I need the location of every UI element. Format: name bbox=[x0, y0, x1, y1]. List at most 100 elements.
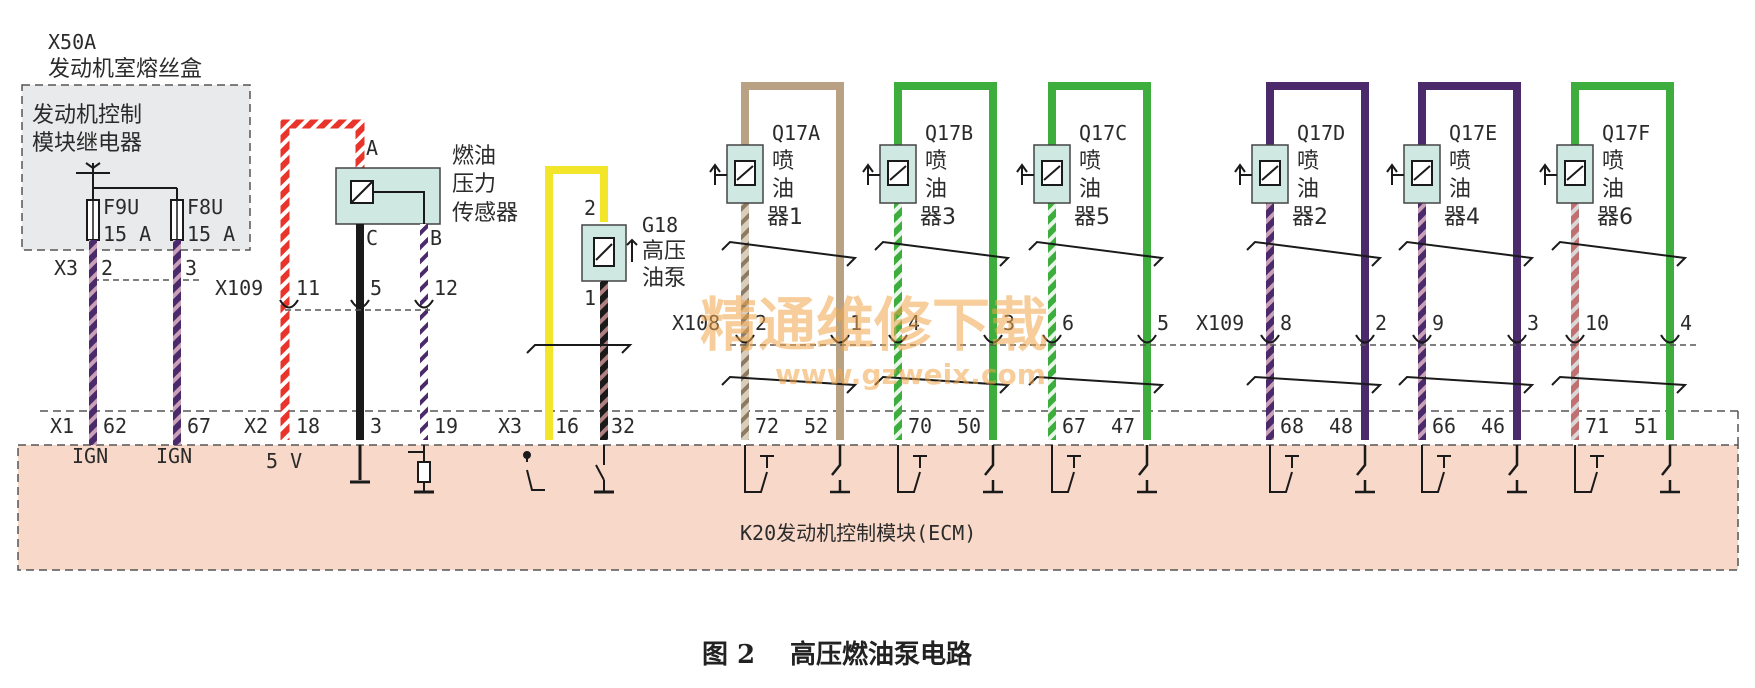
wire-sensor-b-whitepurple bbox=[420, 224, 428, 440]
twisted-pair-marker bbox=[1398, 240, 1535, 267]
relay-contact-icon bbox=[76, 162, 178, 200]
wire-injector-signal bbox=[1571, 203, 1579, 440]
wire-sensor-c-black bbox=[356, 224, 364, 440]
twisted-pair-marker bbox=[1551, 240, 1688, 267]
injector-connector-pin: 2 bbox=[1375, 311, 1387, 335]
connector-terminal-icon bbox=[735, 334, 755, 344]
sensor-pin-b: B bbox=[430, 226, 442, 250]
twisted-pair-marker bbox=[874, 375, 1011, 394]
injector-driver-arrow-icon bbox=[1285, 455, 1299, 468]
twisted-pair-marker bbox=[1028, 375, 1165, 394]
fuse-f9u-icon bbox=[86, 199, 100, 241]
injector-x108-label: X108 bbox=[672, 311, 720, 335]
ecm-ground-icon bbox=[1355, 445, 1375, 494]
injector-id: Q17D bbox=[1297, 121, 1345, 145]
twisted-pair-marker bbox=[1246, 240, 1383, 267]
injector-ecm-pin: 50 bbox=[957, 414, 981, 438]
injector-name-line2: 油 bbox=[1602, 177, 1624, 202]
twisted-pair-marker bbox=[721, 375, 858, 394]
connector-terminal-icon bbox=[1355, 334, 1375, 344]
wire-f8u bbox=[173, 240, 181, 445]
injector-driver-switch-icon bbox=[897, 445, 921, 493]
twisted-pair-marker bbox=[1551, 375, 1688, 394]
wire-injector-signal bbox=[741, 203, 749, 440]
injector-connector-pin: 3 bbox=[1527, 311, 1539, 335]
injector-name-line1: 喷 bbox=[772, 149, 794, 174]
wire-injector-signal bbox=[1266, 203, 1274, 440]
injector-name-line2: 油 bbox=[1079, 177, 1101, 202]
injector-ecm-pin: 52 bbox=[804, 414, 828, 438]
ecm-5v-label: 5 V bbox=[266, 449, 302, 473]
injector-name-line3: 器2 bbox=[1292, 205, 1328, 230]
injector-id: Q17A bbox=[772, 121, 820, 145]
fuse-x3-pin-2: 2 bbox=[101, 256, 113, 280]
sensor-x109-pin-12: 12 bbox=[434, 276, 458, 300]
ecm-x1-pin-62: 62 bbox=[103, 414, 127, 438]
wire-injector-supply bbox=[1571, 82, 1674, 440]
injector-id: Q17B bbox=[925, 121, 973, 145]
ecm-ign-label-1: IGN bbox=[72, 444, 108, 468]
fuse-box-id: X50A bbox=[48, 30, 96, 54]
ecm-ign-label-2: IGN bbox=[156, 444, 192, 468]
wire-injector-signal bbox=[894, 203, 902, 440]
sensor-x109-pin-5: 5 bbox=[370, 276, 382, 300]
fuse-x3-label: X3 bbox=[54, 256, 78, 280]
connector-terminal-icon bbox=[1565, 334, 1585, 344]
injector-name-line3: 器6 bbox=[1597, 205, 1633, 230]
wire-f9u bbox=[89, 240, 97, 445]
wire-pump-yellow bbox=[545, 166, 608, 440]
ecm-x3-label: X3 bbox=[498, 414, 522, 438]
twisted-pair-marker bbox=[1246, 375, 1383, 394]
injector-arrow-icon bbox=[1234, 163, 1252, 185]
wire-injector-signal bbox=[1048, 203, 1056, 440]
sensor-pin-a: A bbox=[366, 136, 378, 160]
pump-pin-bottom: 1 bbox=[584, 286, 596, 310]
injector-id: Q17E bbox=[1449, 121, 1497, 145]
injector-name-line1: 喷 bbox=[1297, 149, 1319, 174]
injector-driver-switch-icon bbox=[744, 445, 768, 493]
caption-number: 图 2 bbox=[702, 640, 755, 670]
fuse-f8u-id: F8U bbox=[187, 195, 223, 219]
ecm-pullup-resistor-icon bbox=[408, 445, 434, 494]
ecm-x2-pin-18: 18 bbox=[296, 414, 320, 438]
connector-terminal-icon bbox=[1412, 334, 1432, 344]
ecm-x3-pin-16: 16 bbox=[555, 414, 579, 438]
injector-driver-switch-icon bbox=[1051, 445, 1075, 493]
sensor-name-line2: 压力 bbox=[452, 172, 496, 197]
sensor-x109-terminals-icon bbox=[279, 299, 434, 309]
injector-connector-pin: 9 bbox=[1432, 311, 1444, 335]
injector-ecm-pin: 51 bbox=[1634, 414, 1658, 438]
injector-driver-arrow-icon bbox=[760, 455, 774, 468]
injector-name-line2: 油 bbox=[1297, 177, 1319, 202]
ecm-label: K20发动机控制模块(ECM) bbox=[740, 521, 976, 545]
pump-pin-top: 2 bbox=[584, 196, 596, 220]
ecm-body bbox=[17, 444, 1739, 571]
connector-terminal-icon bbox=[830, 334, 850, 344]
injector-connector-pin: 8 bbox=[1280, 311, 1292, 335]
ecm-ground-icon bbox=[1507, 445, 1527, 494]
fuse-box-outline bbox=[21, 84, 251, 251]
watermark-line1: 精通维修下载 bbox=[700, 291, 1048, 359]
injector-name-line2: 油 bbox=[772, 177, 794, 202]
injector-connector-pin: 10 bbox=[1585, 311, 1609, 335]
injector-coil-slash bbox=[736, 165, 754, 181]
twisted-pair-marker bbox=[721, 240, 858, 267]
ecm-x2-pin-3: 3 bbox=[370, 414, 382, 438]
fuse-box-name: 发动机室熔丝盒 bbox=[48, 57, 202, 82]
injector-ecm-pin: 68 bbox=[1280, 414, 1304, 438]
wire-injector-signal bbox=[1418, 203, 1426, 440]
caption-title: 高压燃油泵电路 bbox=[790, 639, 973, 670]
injector-ecm-pin: 67 bbox=[1062, 414, 1086, 438]
relay-label-line2: 模块继电器 bbox=[32, 131, 142, 156]
injector-name-line2: 油 bbox=[925, 177, 947, 202]
twisted-pair-marker bbox=[1398, 375, 1535, 394]
injector-ecm-pin: 66 bbox=[1432, 414, 1456, 438]
connector-terminal-icon bbox=[888, 334, 908, 344]
ecm-x1-label: X1 bbox=[50, 414, 74, 438]
injector-connector-pin: 5 bbox=[1157, 311, 1169, 335]
injector-ecm-pin: 70 bbox=[908, 414, 932, 438]
fuse-f9u-id: F9U bbox=[103, 195, 139, 219]
